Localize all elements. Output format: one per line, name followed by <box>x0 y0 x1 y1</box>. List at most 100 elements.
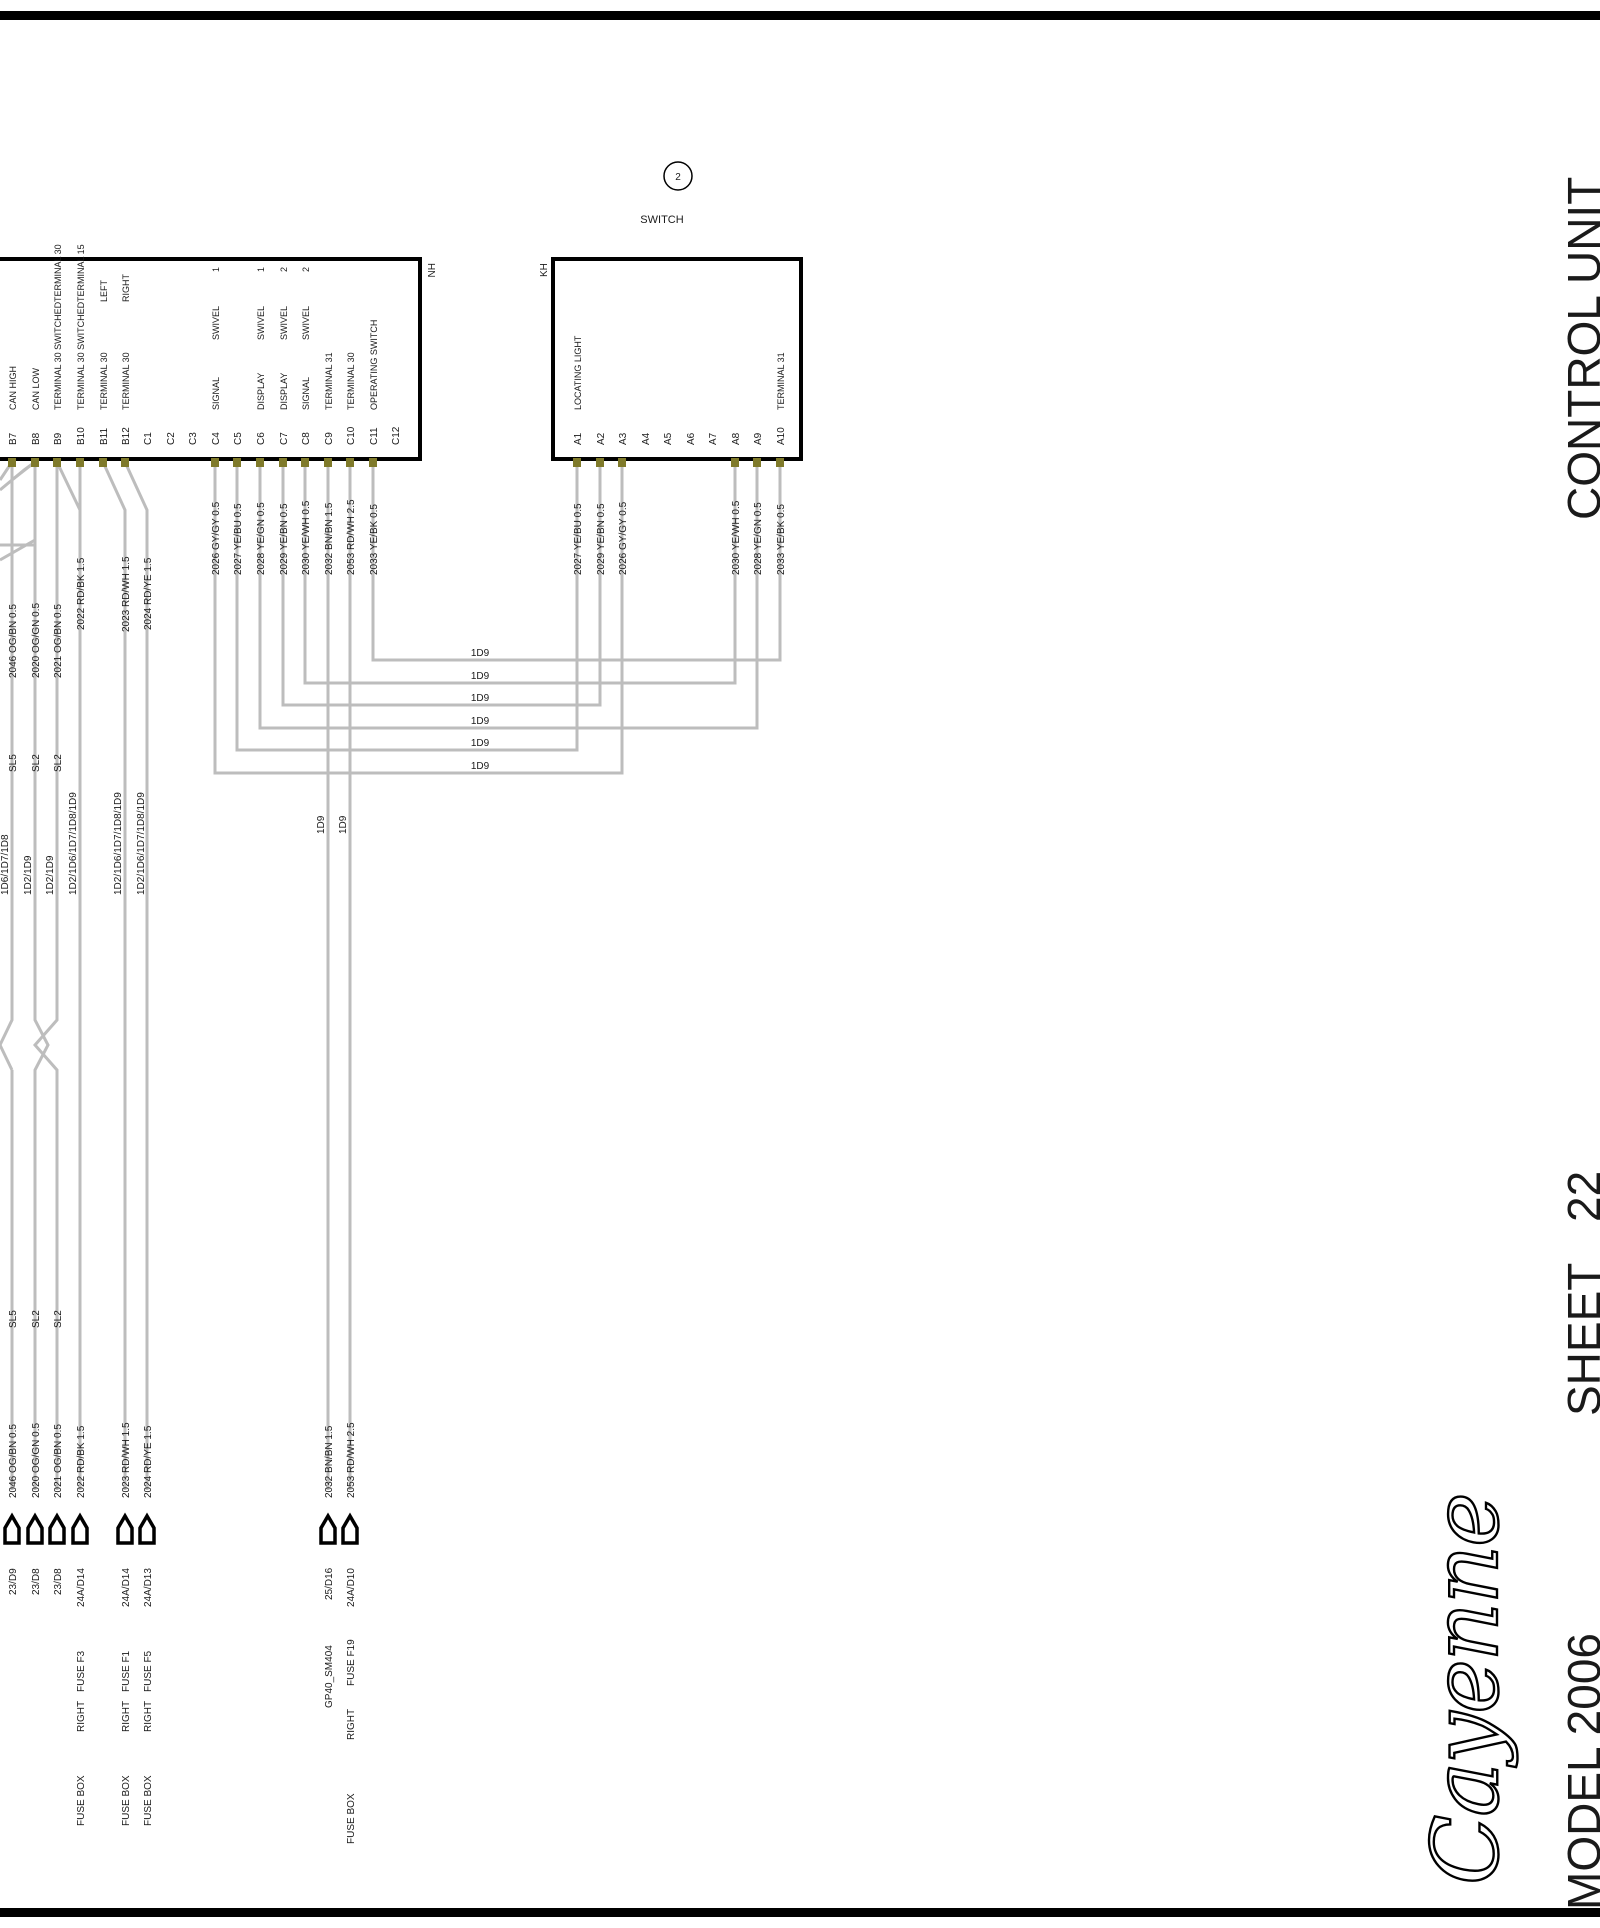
dest-8-fuse: FUSE F19 <box>346 1639 357 1686</box>
hn-pin-function-c11: OPERATING SWITCH <box>369 320 379 410</box>
dest-8-box: FUSE BOX <box>346 1793 357 1844</box>
kh-pin-a6: A6 <box>686 432 697 445</box>
hn-pin-b8: B8 <box>31 432 42 445</box>
label-c7: 2029 YE/BN 0.5 <box>279 503 290 575</box>
label-a1: 2027 YE/BU 0.5 <box>573 503 584 575</box>
terminal-symbol-7 <box>319 1512 337 1545</box>
lower-label-7: 2032 BN/BN 1.5 <box>324 1425 335 1498</box>
top-border <box>0 11 1600 20</box>
label-b10: 2022 RD/BK 1.5 <box>76 557 87 630</box>
terminal-symbol-4 <box>71 1512 89 1545</box>
hn-pin-c1: C1 <box>143 432 154 445</box>
harness-label-8: 1D9 <box>338 815 349 834</box>
hn-pin-contact-b12 <box>121 458 129 467</box>
label-c11: 2033 YE/BK 0.5 <box>369 504 380 575</box>
dest-8-side: RIGHT <box>346 1709 357 1740</box>
dest-4-side: RIGHT <box>76 1701 87 1732</box>
hn-pin-contact-c8 <box>301 458 309 467</box>
hn-pin-function-b9: TERMINAL 30 SWITCHED <box>53 301 63 410</box>
wire-b12 <box>123 461 149 1490</box>
hn-pin-detail-b12: RIGHT <box>121 274 131 303</box>
hn-pin-c6: C6 <box>256 432 267 445</box>
hn-pin-detail-c6: SWIVEL <box>256 306 266 340</box>
terminal-ref-3: 23/D8 <box>53 1568 64 1595</box>
terminal-symbol-5 <box>116 1512 134 1545</box>
lower-label-8: 2053 RD/WH 2.5 <box>346 1422 357 1498</box>
wire-c4 <box>213 462 624 775</box>
harness-label-6: 1D2/1D6/1D7/1D8/1D9 <box>136 792 147 895</box>
lower-label-3: 2021 OG/BN 0.5 <box>53 1424 64 1498</box>
hn-pin-contact-b11 <box>99 458 107 467</box>
hn-pin-c3: C3 <box>188 432 199 445</box>
hn-pin-contact-b10 <box>76 458 84 467</box>
terminal-ref-2: 23/D8 <box>31 1568 42 1595</box>
label-b12: 2024 RD/YE 1.5 <box>143 557 154 630</box>
hn-pin-b12: B12 <box>121 427 132 445</box>
kh-pin-a2: A2 <box>596 432 607 445</box>
terminal-symbols <box>3 1512 359 1545</box>
terminal-ref-1: 23/D9 <box>8 1568 19 1595</box>
connector-hn-box <box>0 257 422 461</box>
hn-pin-function-c6: DISPLAY <box>256 373 266 410</box>
label-c5: 2027 YE/BU 0.5 <box>233 503 244 575</box>
splice-sl2-upper-b: SL2 <box>53 754 64 772</box>
kh-pin-a3: A3 <box>618 432 629 445</box>
bus-label-3: 1D9 <box>471 693 490 704</box>
connector-kh-box <box>551 257 803 461</box>
hn-pin-function-c8: SIGNAL <box>301 377 311 410</box>
hn-pin-contact-c11 <box>369 458 377 467</box>
switch-marker-number: 2 <box>675 172 681 183</box>
wire-can-high <box>0 461 14 1046</box>
hn-pin-c5: C5 <box>233 432 244 445</box>
wire-c11 <box>371 462 782 662</box>
hn-pin-contact-b8 <box>31 458 39 467</box>
kh-pin-a7: A7 <box>708 432 719 445</box>
dest-5-box: FUSE BOX <box>121 1775 132 1826</box>
hn-pin-detail-c7: SWIVEL <box>279 306 289 340</box>
wires <box>0 460 782 1490</box>
wire-b10-bend <box>55 461 82 511</box>
terminal-ref-5: 24A/D14 <box>121 1568 132 1607</box>
label-can-high: 2046 OG/BN 0.5 <box>8 604 19 678</box>
splice-sl2-lower-a: SL2 <box>31 1310 42 1328</box>
hn-pin-c9: C9 <box>324 432 335 445</box>
terminal-symbol-8 <box>341 1512 359 1545</box>
hn-pin-function-c10: TERMINAL 30 <box>346 352 356 410</box>
hn-pin-contact-c7 <box>279 458 287 467</box>
splice-sl2-upper-a: SL2 <box>31 754 42 772</box>
hn-pin-c2: C2 <box>166 432 177 445</box>
kh-pin-a1: A1 <box>573 432 584 445</box>
label-a9: 2028 YE/GN 0.5 <box>753 502 764 575</box>
hn-pin-contact-c10 <box>346 458 354 467</box>
label-c8: 2030 YE/WH 0.5 <box>301 500 312 575</box>
dest-7-ground: GP40_SM404 <box>324 1645 335 1708</box>
terminal-symbol-1 <box>3 1512 21 1545</box>
model-year: MODEL 2006 <box>1558 1633 1600 1910</box>
hn-pin-contact-c4 <box>211 458 219 467</box>
hn-pin-c12: C12 <box>391 426 402 445</box>
kh-pin-function-a10: TERMINAL 31 <box>776 352 786 410</box>
hn-pin-function-b7: CAN HIGH <box>8 366 18 410</box>
kh-pin-contact-a3 <box>618 458 626 467</box>
kh-pin-a9: A9 <box>753 432 764 445</box>
upper-wire-labels: 2046 OG/BN 0.5 2020 OG/GN 0.5 2021 OG/BN… <box>8 499 787 678</box>
lower-label-2: 2020 OG/GN 0.5 <box>31 1423 42 1498</box>
kh-pin-contact-a9 <box>753 458 761 467</box>
hn-pin-contact-c6 <box>256 458 264 467</box>
label-b11: 2023 RD/WH 1.5 <box>121 556 132 632</box>
label-b9: 2021 OG/BN 0.5 <box>53 604 64 678</box>
bus-label-2: 1D9 <box>471 671 490 682</box>
hn-pin-contact-c5 <box>233 458 241 467</box>
terminal-ref-7: 25/D16 <box>324 1567 335 1600</box>
wire-b9 <box>33 462 59 1490</box>
label-can-low: 2020 OG/GN 0.5 <box>31 603 42 678</box>
sheet-number: 22 <box>1558 1171 1600 1222</box>
label-c6: 2028 YE/GN 0.5 <box>256 502 267 575</box>
splice-sl5-lower: SL5 <box>8 1310 19 1328</box>
hn-pin-function-b12: TERMINAL 30 <box>121 352 131 410</box>
hn-pin-b10: B10 <box>76 427 87 445</box>
label-a10: 2033 YE/BK 0.5 <box>776 504 787 575</box>
kh-pin-a10: A10 <box>776 427 787 445</box>
